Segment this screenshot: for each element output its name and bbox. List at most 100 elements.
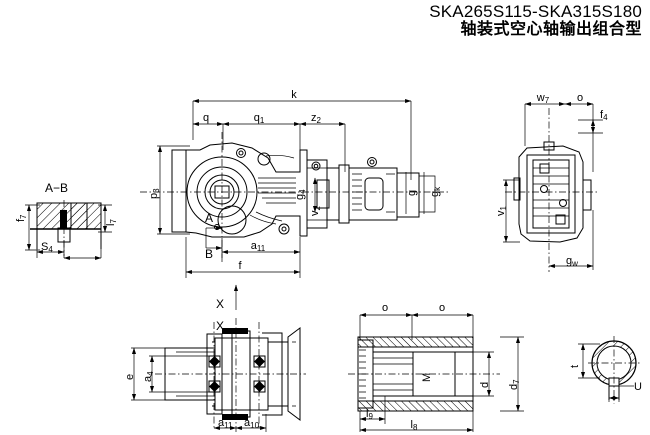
ext-lines-l7 (98, 204, 112, 233)
plan-bolt-1 (208, 355, 221, 368)
lifting-eye-hole-adapter (313, 163, 319, 169)
plan-view-label-x: X (216, 319, 224, 333)
dim-label-f: f (238, 260, 242, 272)
plan-bolt-marks (208, 355, 266, 393)
dim-label-a11-plan: a11 (218, 417, 233, 430)
plan-left-edges (212, 341, 215, 407)
dim-label-o-shaft-2: o (439, 302, 445, 314)
motor-cooling-fins (352, 173, 395, 213)
dim-label-w7: w7 (536, 92, 550, 105)
dim-label-z2: z2 (311, 112, 322, 125)
motor-fan-cover (396, 172, 420, 218)
plan-vertical-centerlines (213, 318, 260, 432)
plan-fan-cowl (287, 327, 301, 421)
housing-contour-lower-2 (255, 211, 283, 222)
lifting-eye-motor (367, 157, 377, 167)
motor-terminal-box (364, 177, 384, 211)
ext-lines-f4 (578, 119, 603, 134)
dim-label-q1: q1 (254, 112, 265, 125)
ext-lines-v1 (503, 179, 520, 243)
plan-mount-plate-inner (176, 351, 215, 397)
label-M-thread: M (421, 373, 433, 382)
drawing-title-block: SKA265S115-SKA315S180 轴装式空心轴输出组合型 (429, 2, 642, 39)
view-hollow-shaft-section: o o M d (348, 302, 524, 433)
end-view-bolt-br (555, 214, 566, 225)
housing-contour-upper (265, 154, 295, 159)
ext-lines-s4 (36, 240, 102, 258)
bolt-boss-top (236, 148, 246, 158)
ext-lines-g (405, 172, 425, 214)
dim-label-o-right: o (577, 92, 583, 104)
shaft-spline-lines (373, 357, 413, 391)
shaft-end-ring (357, 339, 374, 409)
dim-label-f7: f7 (15, 214, 28, 222)
dim-label-e: e (124, 374, 136, 380)
plan-bolt-2 (208, 380, 221, 393)
dim-label-a10: a10 (244, 417, 260, 430)
view-bottom-plan: X (124, 318, 306, 432)
end-view-housing-outline (518, 145, 584, 243)
breather-plug (257, 152, 271, 166)
ext-lines-e (131, 347, 166, 401)
end-view-foot-right (582, 179, 592, 211)
plan-fan-cowl-detail (292, 341, 296, 407)
end-view-hole-left (540, 185, 548, 193)
ext-lines-k (192, 101, 412, 180)
section-hatch-right (70, 202, 102, 230)
dim-label-k: k (291, 89, 297, 101)
motor-end-cap (419, 175, 436, 213)
end-view-bolt-tl (539, 163, 550, 174)
dim-label-gw: gw (566, 255, 578, 268)
dim-label-s4: S4 (41, 241, 53, 254)
ext-lines-p3 (157, 145, 190, 235)
label-section-ab: A−B (45, 181, 68, 195)
view-section-ab: A−B f7 l7 S4 (15, 181, 118, 261)
section-mark-b: B (205, 247, 213, 261)
dim-label-p3: p3 (148, 188, 161, 199)
dim-label-v2: v2 (309, 206, 322, 217)
shaft-wall-hatch-bottom (357, 400, 474, 412)
ext-lines-a4 (149, 355, 210, 393)
ext-lines-d7 (500, 336, 524, 412)
end-view-fins (533, 167, 569, 217)
lifting-eye-adapter (311, 161, 321, 171)
plan-bottom-bar (222, 414, 248, 420)
model-range-text: SKA265S115-SKA315S180 (429, 2, 642, 21)
end-view-gearcase (526, 154, 576, 234)
shaft-bore-lines (358, 346, 473, 402)
end-view-inner-case (532, 159, 570, 229)
plan-top-bar (222, 328, 248, 334)
cooling-fins (258, 177, 296, 204)
housing-flange-left (171, 149, 187, 233)
ext-lines-top-right (524, 104, 594, 172)
dim-label-l9: l9 (366, 408, 373, 421)
view-right-end: w7 o f4 v (495, 92, 608, 272)
section-mark-a: A (205, 211, 213, 225)
plan-bolt-3 (253, 355, 266, 368)
view-main-elevation: k q q1 z2 p3 (140, 89, 448, 311)
housing-contour-lower (249, 214, 277, 225)
dim-label-u: U (634, 381, 642, 393)
plan-mount-plate (164, 347, 216, 401)
bolt-hole-bottom (281, 226, 287, 232)
housing-outline (185, 142, 308, 238)
end-view-hole-right (559, 199, 567, 207)
dim-label-a4: a4 (142, 371, 155, 382)
bolt-hole-top (238, 150, 244, 156)
dim-label-o-shaft-1: o (382, 302, 388, 314)
view-keyway-section: t U (569, 336, 642, 404)
lifting-eye-hole-motor (369, 159, 375, 165)
dim-label-t: t (569, 365, 581, 368)
plan-bolt-4 (253, 380, 266, 393)
view-arrow-label-x: X (216, 297, 224, 311)
motor-flange (338, 164, 350, 224)
bolt-boss-bottom (278, 223, 290, 235)
dim-label-l8: l8 (411, 419, 418, 432)
dim-label-g4: g4 (294, 189, 307, 200)
dim-label-g: g (406, 190, 418, 196)
dim-label-l7: l7 (105, 219, 118, 226)
shaft-wall-hatch-top (357, 336, 474, 348)
housing-lower-boss (217, 205, 247, 235)
ext-lines-d (473, 351, 494, 397)
